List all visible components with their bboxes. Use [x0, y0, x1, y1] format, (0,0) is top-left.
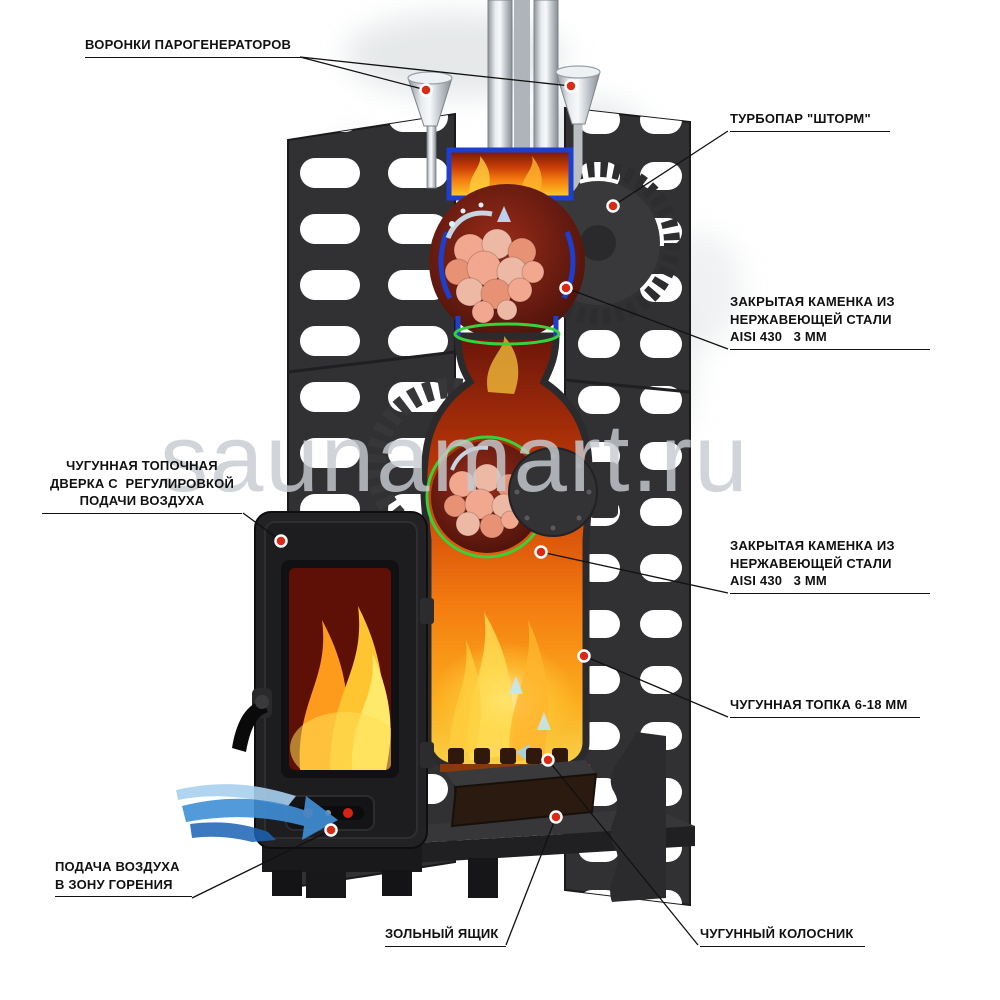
top-stone-chamber [429, 184, 585, 340]
door-handle [232, 688, 272, 752]
callout-kamenka-mid: ЗАКРЫТАЯ КАМЕНКА ИЗ НЕРЖАВЕЮЩЕЙ СТАЛИ AI… [730, 537, 930, 594]
callout-air: ПОДАЧА ВОЗДУХА В ЗОНУ ГОРЕНИЯ [55, 858, 192, 898]
marker-turbopar [606, 199, 620, 213]
leader-line [565, 287, 729, 350]
marker-air [324, 823, 338, 837]
callout-ashbox: ЗОЛЬНЫЙ ЯЩИК [385, 925, 506, 947]
steam-funnel-left [407, 71, 453, 189]
hinge-bottom [420, 742, 434, 768]
callout-grate: ЧУГУННЫЙ КОЛОСНИК [700, 925, 865, 947]
marker-ashbox [549, 810, 563, 824]
callout-door: ЧУГУННАЯ ТОПОЧНАЯ ДВЕРКА С РЕГУЛИРОВКОЙ … [42, 457, 242, 514]
leader-line [540, 551, 729, 594]
callout-turbopar: ТУРБОПАР "ШТОРМ" [730, 110, 890, 132]
marker-funnel-right [564, 79, 578, 93]
callout-text: НЕРЖАВЕЮЩЕЙ СТАЛИ [730, 311, 892, 327]
callout-text: ТУРБОПАР "ШТОРМ" [730, 111, 871, 126]
callout-lines [191, 56, 729, 946]
gasket-ellipse [453, 322, 561, 346]
callout-text: ЧУГУННАЯ ТОПКА 6-18 мм [730, 697, 908, 712]
callout-text: В ЗОНУ ГОРЕНИЯ [55, 876, 173, 892]
callout-kamenka-top: ЗАКРЫТАЯ КАМЕНКА ИЗ НЕРЖАВЕЮЩЕЙ СТАЛИ AI… [730, 293, 930, 350]
leader-line [242, 512, 282, 542]
support-bracket [610, 732, 666, 902]
leader-line [505, 816, 557, 946]
mid-stone-chamber [425, 435, 618, 559]
steam-arrow-top [497, 206, 511, 222]
leader-line [191, 829, 332, 899]
leader-line [547, 759, 699, 946]
leader-line [612, 130, 729, 207]
callout-topka: ЧУГУННАЯ ТОПКА 6-18 мм [730, 696, 920, 718]
callout-text: ПОДАЧИ ВОЗДУХА [79, 493, 205, 509]
side-disc [508, 447, 618, 537]
hinge-top [420, 598, 434, 624]
air-arrow-up-2 [537, 712, 551, 730]
air-arrow-up-1 [509, 676, 523, 694]
leader-line [583, 655, 729, 718]
marker-door [274, 534, 288, 548]
callout-text: ЧУГУННЫЙ КОЛОСНИК [700, 926, 854, 941]
air-intake-arrows [176, 784, 338, 842]
callout-text: ЗАКРЫТАЯ КАМЕНКА ИЗ [730, 538, 895, 553]
stones-top [444, 228, 545, 324]
callout-text: ДВЕРКА С РЕГУЛИРОВКОЙ [49, 475, 235, 491]
neck-details [453, 316, 561, 346]
callout-text: НЕРЖАВЕЮЩЕЙ СТАЛИ [730, 555, 892, 571]
firebox-fire [420, 332, 593, 772]
water-jacket [446, 147, 574, 201]
callout-text: AISI 430 3 мм [730, 329, 827, 345]
marker-topka [577, 649, 591, 663]
callout-text: ЗАКРЫТАЯ КАМЕНКА ИЗ [730, 294, 895, 309]
door-glass [289, 568, 391, 770]
callout-text: AISI 430 3 мм [730, 573, 827, 589]
water-splash-mid [450, 445, 489, 471]
callout-text: ЗОЛЬНЫЙ ЯЩИК [385, 926, 499, 941]
callout-text: ВОРОНКИ ПАРОГЕНЕРАТОРОВ [85, 37, 292, 52]
marker-grate [541, 753, 555, 767]
callout-text: ЧУГУННАЯ ТОПОЧНАЯ [66, 458, 218, 473]
marker-dots [274, 79, 620, 837]
water-splash-top [445, 202, 493, 240]
leader-line [299, 56, 427, 91]
marker-kamenka-mid [534, 545, 548, 559]
marker-funnel-left [419, 83, 433, 97]
callout-funnels: ВОРОНКИ ПАРОГЕНЕРАТОРОВ [85, 36, 300, 58]
vent-knob-right [343, 808, 353, 818]
callout-text: ПОДАЧА ВОЗДУХА [55, 859, 180, 874]
marker-kamenka-top [559, 281, 573, 295]
leader-line [299, 56, 572, 87]
